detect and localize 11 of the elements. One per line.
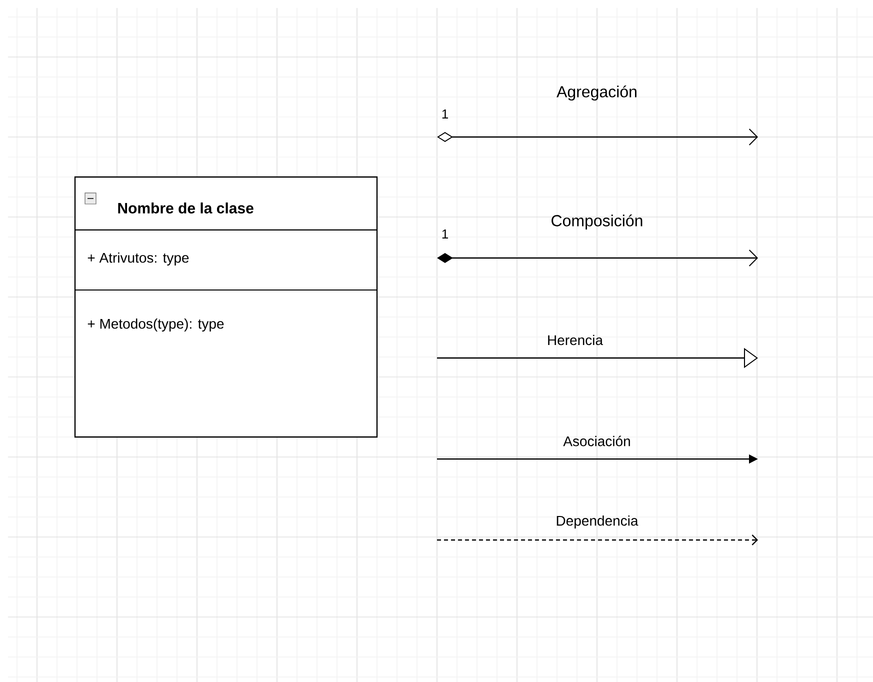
attribute-text: + Atrivutos: type xyxy=(88,252,189,266)
legend-label: Agregación xyxy=(556,85,636,101)
method-text: + Metodos(type): type xyxy=(88,318,224,332)
class-box xyxy=(74,176,378,438)
multiplicity-label: 1 xyxy=(442,230,448,238)
legend-label: Dependencia xyxy=(556,515,638,528)
legend-label: Asociación xyxy=(563,436,630,446)
multiplicity-label: 1 xyxy=(442,110,448,118)
legend-label: Herencia xyxy=(548,334,604,346)
class-name: Nombre de la clase xyxy=(118,202,254,214)
legend-label: Composición xyxy=(552,214,642,230)
